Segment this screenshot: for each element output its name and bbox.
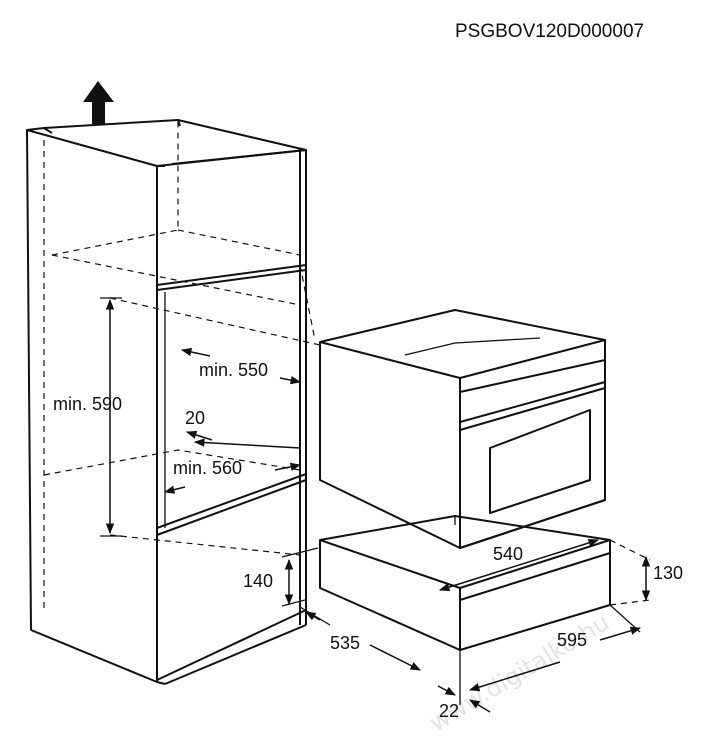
- label-drawer-height: 130: [653, 563, 683, 583]
- housing-cabinet: [26, 119, 321, 685]
- label-drawer-depth: 535: [330, 633, 360, 653]
- up-arrow-icon: [83, 81, 114, 124]
- label-niche-width: min. 560: [173, 458, 242, 478]
- dimension-lines: [100, 297, 651, 713]
- product-code: PSGBOV120D000007: [455, 21, 644, 42]
- label-drawer-width-front: 595: [557, 630, 587, 650]
- label-drawer-niche-height: 140: [243, 571, 273, 591]
- label-front-thickness: 22: [439, 701, 459, 721]
- oven-appliance: [319, 309, 606, 549]
- label-clearance: 20: [185, 408, 205, 428]
- label-niche-height: min. 590: [53, 394, 122, 414]
- label-niche-depth: min. 550: [199, 360, 268, 380]
- label-drawer-width-top: 540: [493, 544, 523, 564]
